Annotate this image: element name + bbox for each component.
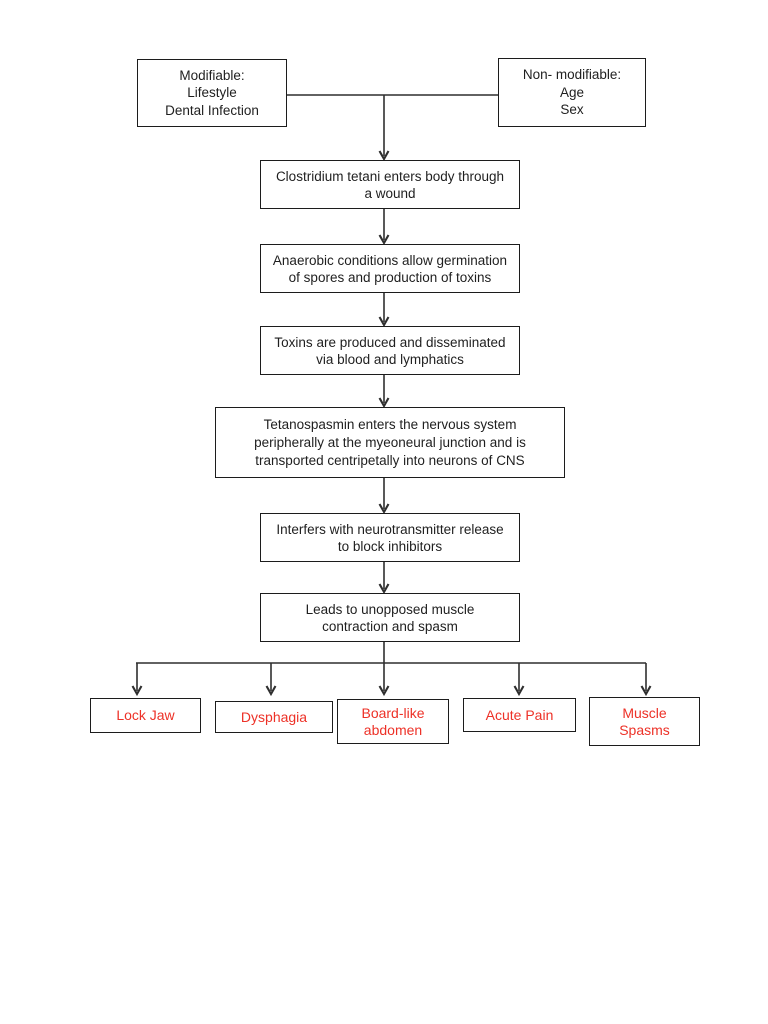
- step-2-label: Anaerobic conditions allow germination o…: [272, 252, 508, 285]
- non-modifiable-risk-factors-label: Non- modifiable: Age Sex: [522, 67, 622, 118]
- modifiable-risk-factors-label: Modifiable: Lifestyle Dental Infection: [165, 67, 259, 118]
- arrow-step-4-to-5: [378, 478, 390, 515]
- arrow-to-acute-pain: [513, 663, 525, 697]
- box-step-4-tetanospasmin-enters-cns: Tetanospasmin enters the nervous system …: [215, 407, 565, 478]
- box-step-5-neurotransmitter-interference: Interfers with neurotransmitter release …: [260, 513, 520, 562]
- outcome-lock-jaw-label: Lock Jaw: [116, 707, 175, 723]
- arrow-into-step-1: [378, 95, 390, 162]
- step-3-label: Toxins are produced and disseminated via…: [274, 334, 506, 367]
- outcome-box-muscle-spasms: Muscle Spasms: [589, 697, 700, 746]
- arrow-step-2-to-3: [378, 293, 390, 328]
- box-modifiable-risk-factors: Modifiable: Lifestyle Dental Infection: [137, 59, 287, 127]
- outcome-box-dysphagia: Dysphagia: [215, 701, 333, 733]
- outcome-box-acute-pain: Acute Pain: [463, 698, 576, 732]
- outcome-acute-pain-label: Acute Pain: [485, 706, 554, 723]
- outcome-dysphagia-label: Dysphagia: [240, 708, 308, 725]
- arrow-to-muscle-spasms: [640, 663, 652, 697]
- arrow-to-dysphagia: [265, 663, 277, 697]
- outcome-fan-line: [136, 642, 646, 664]
- box-non-modifiable-risk-factors: Non- modifiable: Age Sex: [498, 58, 646, 127]
- box-step-1-entry-through-wound: Clostridium tetani enters body through a…: [260, 160, 520, 209]
- box-step-3-toxin-dissemination: Toxins are produced and disseminated via…: [260, 326, 520, 375]
- arrow-step-5-to-6: [378, 562, 390, 595]
- step-4-label: Tetanospasmin enters the nervous system …: [254, 416, 526, 468]
- outcome-box-lock-jaw: Lock Jaw: [90, 698, 201, 733]
- arrow-to-lock-jaw: [131, 663, 143, 697]
- arrow-step-1-to-2: [378, 209, 390, 246]
- outcome-box-board-like-abdomen: Board-like abdomen: [337, 699, 449, 744]
- step-5-label: Interfers with neurotransmitter release …: [276, 521, 504, 554]
- box-step-2-germination-of-spores: Anaerobic conditions allow germination o…: [260, 244, 520, 293]
- box-step-6-muscle-contraction-spasm: Leads to unopposed muscle contraction an…: [260, 593, 520, 642]
- outcome-muscle-spasms-label: Muscle Spasms: [619, 704, 670, 738]
- step-1-label: Clostridium tetani enters body through a…: [275, 168, 505, 201]
- arrow-step-3-to-4: [378, 375, 390, 409]
- outcome-board-like-abdomen-label: Board-like abdomen: [361, 704, 425, 738]
- step-6-label: Leads to unopposed muscle contraction an…: [305, 601, 475, 634]
- arrow-to-board-like-abdomen: [378, 663, 390, 697]
